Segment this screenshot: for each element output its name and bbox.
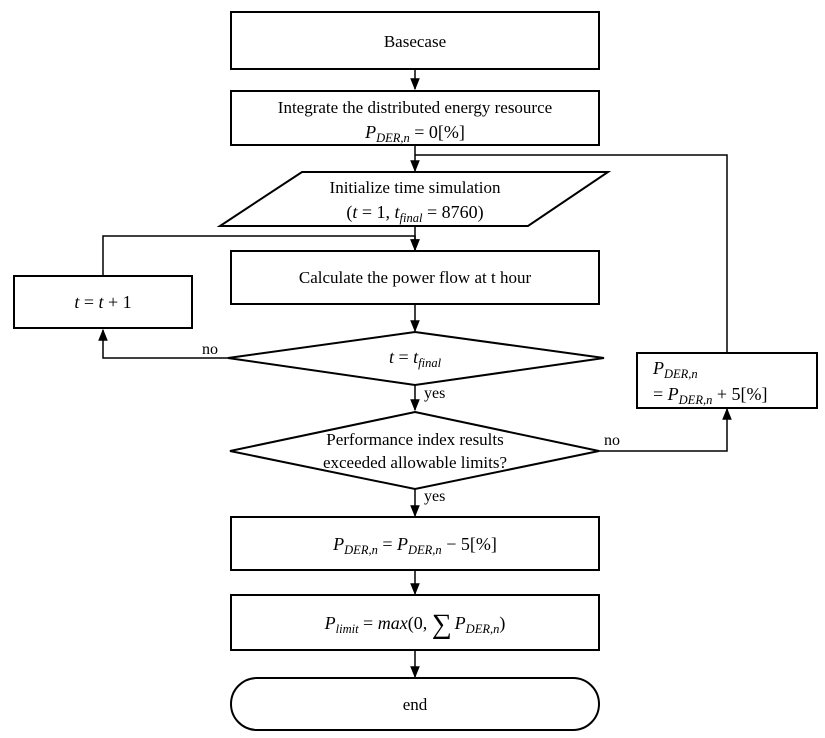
edges <box>98 69 732 679</box>
edge-increment-loop <box>102 235 420 276</box>
time-check-formula: t = tfinal <box>389 347 442 370</box>
integrate-line1: Integrate the distributed energy resourc… <box>278 98 552 117</box>
edge-label-perf-yes: yes <box>424 488 445 505</box>
edge-perfcheck-no <box>599 407 732 452</box>
increase-formula-line1: PDER,n <box>652 358 698 381</box>
integrate-formula: PDER,n = 0[%] <box>364 122 465 145</box>
init-line1: Initialize time simulation <box>330 178 501 197</box>
edge-label-perf-no: no <box>604 432 620 449</box>
node-limit: Plimit = max(0, ∑PDER,n) <box>230 594 600 651</box>
end-label: end <box>403 695 428 714</box>
init-formula: (t = 1, tfinal = 8760) <box>346 202 483 225</box>
edge-label-time-no: no <box>202 341 218 358</box>
node-init: Initialize time simulation (t = 1, tfina… <box>216 171 612 227</box>
node-increment: t = t + 1 <box>13 275 193 329</box>
node-integrate: Integrate the distributed energy resourc… <box>230 90 600 146</box>
perf-check-line2: exceeded allowable limits? <box>323 453 507 472</box>
node-increase: PDER,n = PDER,n + 5[%] <box>636 352 818 409</box>
node-calc: Calculate the power flow at t hour <box>230 250 600 305</box>
perf-check-line1: Performance index results <box>326 430 504 449</box>
edge-increase-loop <box>415 154 728 353</box>
calc-label: Calculate the power flow at t hour <box>299 268 532 287</box>
node-time-check: t = tfinal <box>227 330 605 387</box>
increment-formula: t = t + 1 <box>74 292 131 312</box>
increase-formula-line2: = PDER,n + 5[%] <box>653 384 767 407</box>
basecase-label: Basecase <box>384 32 446 51</box>
node-basecase: Basecase <box>230 11 600 70</box>
node-end: end <box>230 677 600 731</box>
edge-label-time-yes: yes <box>424 385 445 402</box>
node-decrease: PDER,n = PDER,n − 5[%] <box>230 516 600 571</box>
edge-timecheck-no <box>98 328 232 359</box>
decrease-formula: PDER,n = PDER,n − 5[%] <box>332 534 497 557</box>
limit-formula: Plimit = max(0, ∑PDER,n) <box>324 609 506 640</box>
node-perf-check: Performance index results exceeded allow… <box>229 410 600 491</box>
